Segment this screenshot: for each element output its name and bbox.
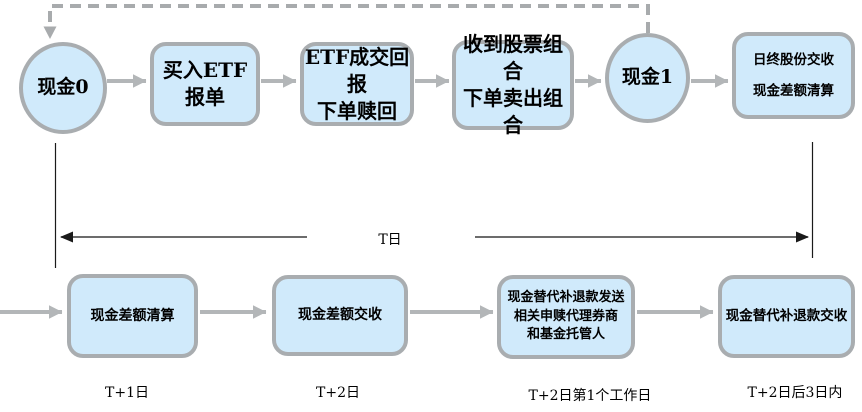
time-label-t-plus-1: T+1日 (105, 385, 149, 401)
node-label: 现金差额清算 (90, 307, 175, 324)
node-label-line1: 日终股份交收 (753, 51, 834, 68)
node-label-line1: 买入ETF (162, 58, 248, 82)
node-buy-etf-order: 买入ETF 报单 (150, 42, 260, 126)
node-cash-substitute-refund-settlement: 现金替代补退款交收 (718, 275, 855, 358)
node-label: 现金差额交收 (298, 307, 382, 324)
feedback-dashed-connector (48, 4, 650, 33)
node-etf-trade-report-redeem: ETF成交回报 下单赎回 (300, 42, 414, 126)
time-label-t-plus-2-within-3-days: T+2日后3日内 (747, 385, 843, 401)
node-label-line1: 收到股票组合 (463, 32, 563, 83)
node-label-line2: 相关申赎代理券商 (513, 308, 618, 324)
node-cash-diff-settlement: 现金差额交收 (272, 275, 408, 356)
node-eod-share-settlement: 日终股份交收 现金差额清算 (732, 32, 855, 119)
node-label-line2: 下单卖出组合 (463, 86, 563, 137)
t-day-span-label: T日 (378, 232, 402, 248)
node-label-line1: 现金替代补退款发送 (507, 289, 625, 305)
node-cash-0: 现金0 (19, 42, 107, 134)
time-label-t-plus-2: T+2日 (316, 385, 360, 401)
node-label: 现金替代补退款交收 (725, 308, 848, 325)
time-label-t-plus-2-first-workday: T+2日第1个工作日 (528, 388, 652, 404)
feedback-arrowhead-icon (43, 26, 57, 39)
node-label: 现金1 (621, 66, 674, 89)
node-cash-1: 现金1 (605, 33, 690, 123)
node-receive-basket-sell: 收到股票组合 下单卖出组合 (452, 32, 574, 137)
node-label: 现金0 (37, 76, 89, 99)
node-label-line1: ETF成交回报 (304, 44, 410, 96)
node-cash-substitute-refund-send: 现金替代补退款发送 相关申赎代理券商 和基金托管人 (497, 275, 635, 359)
node-label-line2: 报单 (185, 85, 225, 109)
node-label-line3: 和基金托管人 (526, 327, 605, 343)
node-label-line2: 下单赎回 (317, 98, 397, 123)
node-label-line2: 现金差额清算 (753, 83, 834, 99)
node-cash-diff-clearing: 现金差额清算 (67, 274, 198, 358)
